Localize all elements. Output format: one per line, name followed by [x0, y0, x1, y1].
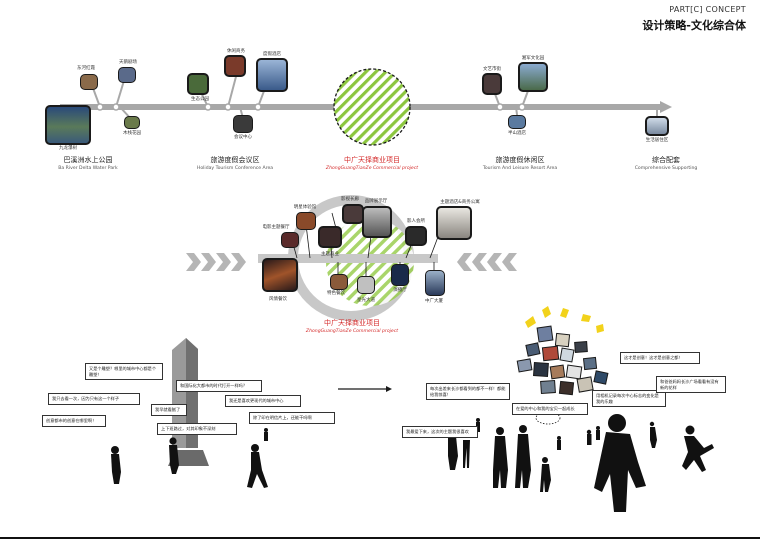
- photo-eco-park: [187, 73, 209, 95]
- monument: [168, 338, 209, 466]
- zone-title: 旅游度假会议区: [210, 156, 260, 164]
- hub-caption: 中广天择商业项目 ZhongGuangTianZe Commercial pro…: [282, 318, 422, 334]
- speech-bubble: 又是个雕塑？哪里的城市中心都是个雕塑！: [85, 363, 163, 381]
- node-label: 生态公园: [191, 97, 209, 102]
- hub-node-label: 影视长廊: [341, 197, 359, 202]
- zone-water-park: 巴溪洲水上公园 Ba River Delta Water Park: [18, 155, 158, 171]
- node-label: 天鹅剧场: [119, 60, 137, 65]
- speech-bubble: 我还是喜欢更现代的城市中心: [225, 395, 301, 407]
- photo-film-corridor: [342, 204, 364, 224]
- sun-rays: [525, 306, 604, 333]
- hub-node-label: 中广大厦: [425, 299, 443, 304]
- speech-bubble: 在爱的中心和我的宝贝一起成长: [512, 403, 588, 415]
- photo-leisure-business: [224, 55, 246, 77]
- hub-node-label: 演播厅: [393, 288, 407, 293]
- speech-bubble: 我只去看一次，因为只有这一个样子: [48, 393, 140, 405]
- node-label: 半山酒店: [508, 131, 526, 136]
- people-left: [111, 428, 268, 488]
- photo-studio: [391, 264, 409, 286]
- photo-style-dining: [262, 258, 298, 292]
- speech-bubble: 除了印在明信片上，还能干吗啊: [249, 412, 335, 424]
- hub-node-label: 风情餐饮: [269, 297, 287, 302]
- zone-title: 综合配套: [652, 156, 680, 164]
- zone-title: 巴溪洲水上公园: [63, 156, 113, 164]
- hub-band: [258, 254, 438, 263]
- people-right: [448, 414, 714, 512]
- node-label: 湘军文化园: [521, 56, 545, 61]
- zone-subtitle: Ba River Delta Water Park: [58, 166, 118, 171]
- node-label: 度假酒店: [263, 52, 281, 57]
- node-label: 生活居住区: [645, 138, 669, 143]
- photo-theme-hotel: [436, 206, 472, 240]
- node-label: 会议中心: [234, 135, 252, 140]
- photo-xiangjun-culture: [518, 62, 548, 92]
- node-label: 东河红霞: [77, 66, 95, 71]
- photo-water-park: [45, 105, 91, 145]
- photo-brand-hall: [362, 206, 392, 238]
- photo-star-experience: [296, 212, 316, 230]
- hub-node-label: 星光大道: [357, 298, 375, 303]
- node-label: 休闲商务: [227, 49, 245, 54]
- zone-subtitle: Comprehensive Supporting: [634, 166, 698, 171]
- zone-resort: 旅游度假休闲区 Tourism And Leisure Resort Area: [450, 155, 590, 171]
- speech-bubble: 我最爱下来，这次的主题我很喜欢: [402, 426, 478, 438]
- chevrons-left: [186, 253, 246, 271]
- hub-title: 中广天择商业项目: [324, 319, 380, 327]
- hub-node-label: 品牌展示厅: [364, 199, 388, 204]
- zone-title: 中广天择商业项目: [344, 156, 400, 164]
- speech-bubble: 每次出差来长沙都看到的都不一样！都能给我惊喜！: [426, 383, 510, 401]
- photo-wood-garden: [124, 116, 140, 129]
- hub-subtitle: ZhongGuangTianZe Commercial project: [305, 329, 399, 334]
- photo-hillside-hotel: [508, 115, 526, 129]
- speech-bubble: 创意都市的创意在哪里啊！: [42, 415, 106, 427]
- timeline-arrowhead: [660, 101, 672, 113]
- hub-node-label: 影人会所: [407, 219, 425, 224]
- commercial-project-circle: [333, 68, 411, 146]
- photo-special-dining: [330, 274, 348, 290]
- speech-bubble: 上下班路过，对其印象不深刻: [157, 423, 237, 435]
- zone-subtitle: Tourism And Leisure Resort Area: [482, 166, 558, 171]
- photo-star-avenue: [357, 276, 375, 294]
- photo-zhongguang-tower: [425, 270, 445, 296]
- node-label: 木栈花园: [123, 131, 141, 136]
- bottom-rule: [0, 537, 760, 539]
- hub-node-label: 特色餐饮: [327, 291, 345, 296]
- section-label: PART[C] CONCEPT: [669, 5, 746, 14]
- photo-collage: [516, 325, 609, 396]
- speech-bubble: 用相机记录每次中心标志的变化是我的乐趣: [592, 390, 666, 408]
- transition-arrowhead: [386, 386, 392, 392]
- chevrons-right: [457, 253, 517, 271]
- hub-node-label: 主题商业: [321, 252, 339, 257]
- zone-supporting: 综合配套 Comprehensive Supporting: [596, 155, 736, 171]
- zone-subtitle: Holiday Tourism Conference Area: [196, 166, 274, 171]
- speech-bubble: 和国际化大都市的时代打开一样吗？: [176, 380, 262, 392]
- photo-conference: [233, 115, 253, 133]
- zone-title: 旅游度假休闲区: [495, 156, 545, 164]
- photo-theme-commerce: [318, 226, 342, 248]
- node-label: 文艺市街: [483, 67, 501, 72]
- photo-resort-hotel: [256, 58, 288, 92]
- speech-bubble: 和爸爸妈妈长沙广场看看有没有新的花样: [656, 376, 726, 394]
- photo-art-street: [482, 73, 502, 95]
- zone-commercial: 中广天择商业项目 ZhongGuangTianZe Commercial pro…: [302, 155, 442, 171]
- speech-bubble: 我早就看腻了: [151, 404, 187, 416]
- timeline-nodes: [96, 103, 526, 111]
- hub-node-label: 电影主题餐厅: [262, 225, 290, 230]
- page-title: 设计策略-文化综合体: [642, 19, 746, 32]
- photo-east-river: [80, 74, 98, 90]
- speech-bubble: 这才是创意！这才是创意之都！: [620, 352, 700, 364]
- zone-conference: 旅游度假会议区 Holiday Tourism Conference Area: [165, 155, 305, 171]
- photo-swan-theater: [118, 67, 136, 83]
- photo-film-club: [405, 226, 427, 246]
- node-label: 九龙瀑树: [59, 146, 77, 151]
- photo-residential: [645, 116, 669, 136]
- hub-node-label: 主题酒店&商务公寓: [440, 200, 480, 205]
- hub-node-label: 明星体验馆: [293, 205, 317, 210]
- zone-subtitle: ZhongGuangTianZe Commercial project: [325, 166, 419, 171]
- photo-movie-restaurant: [281, 232, 299, 248]
